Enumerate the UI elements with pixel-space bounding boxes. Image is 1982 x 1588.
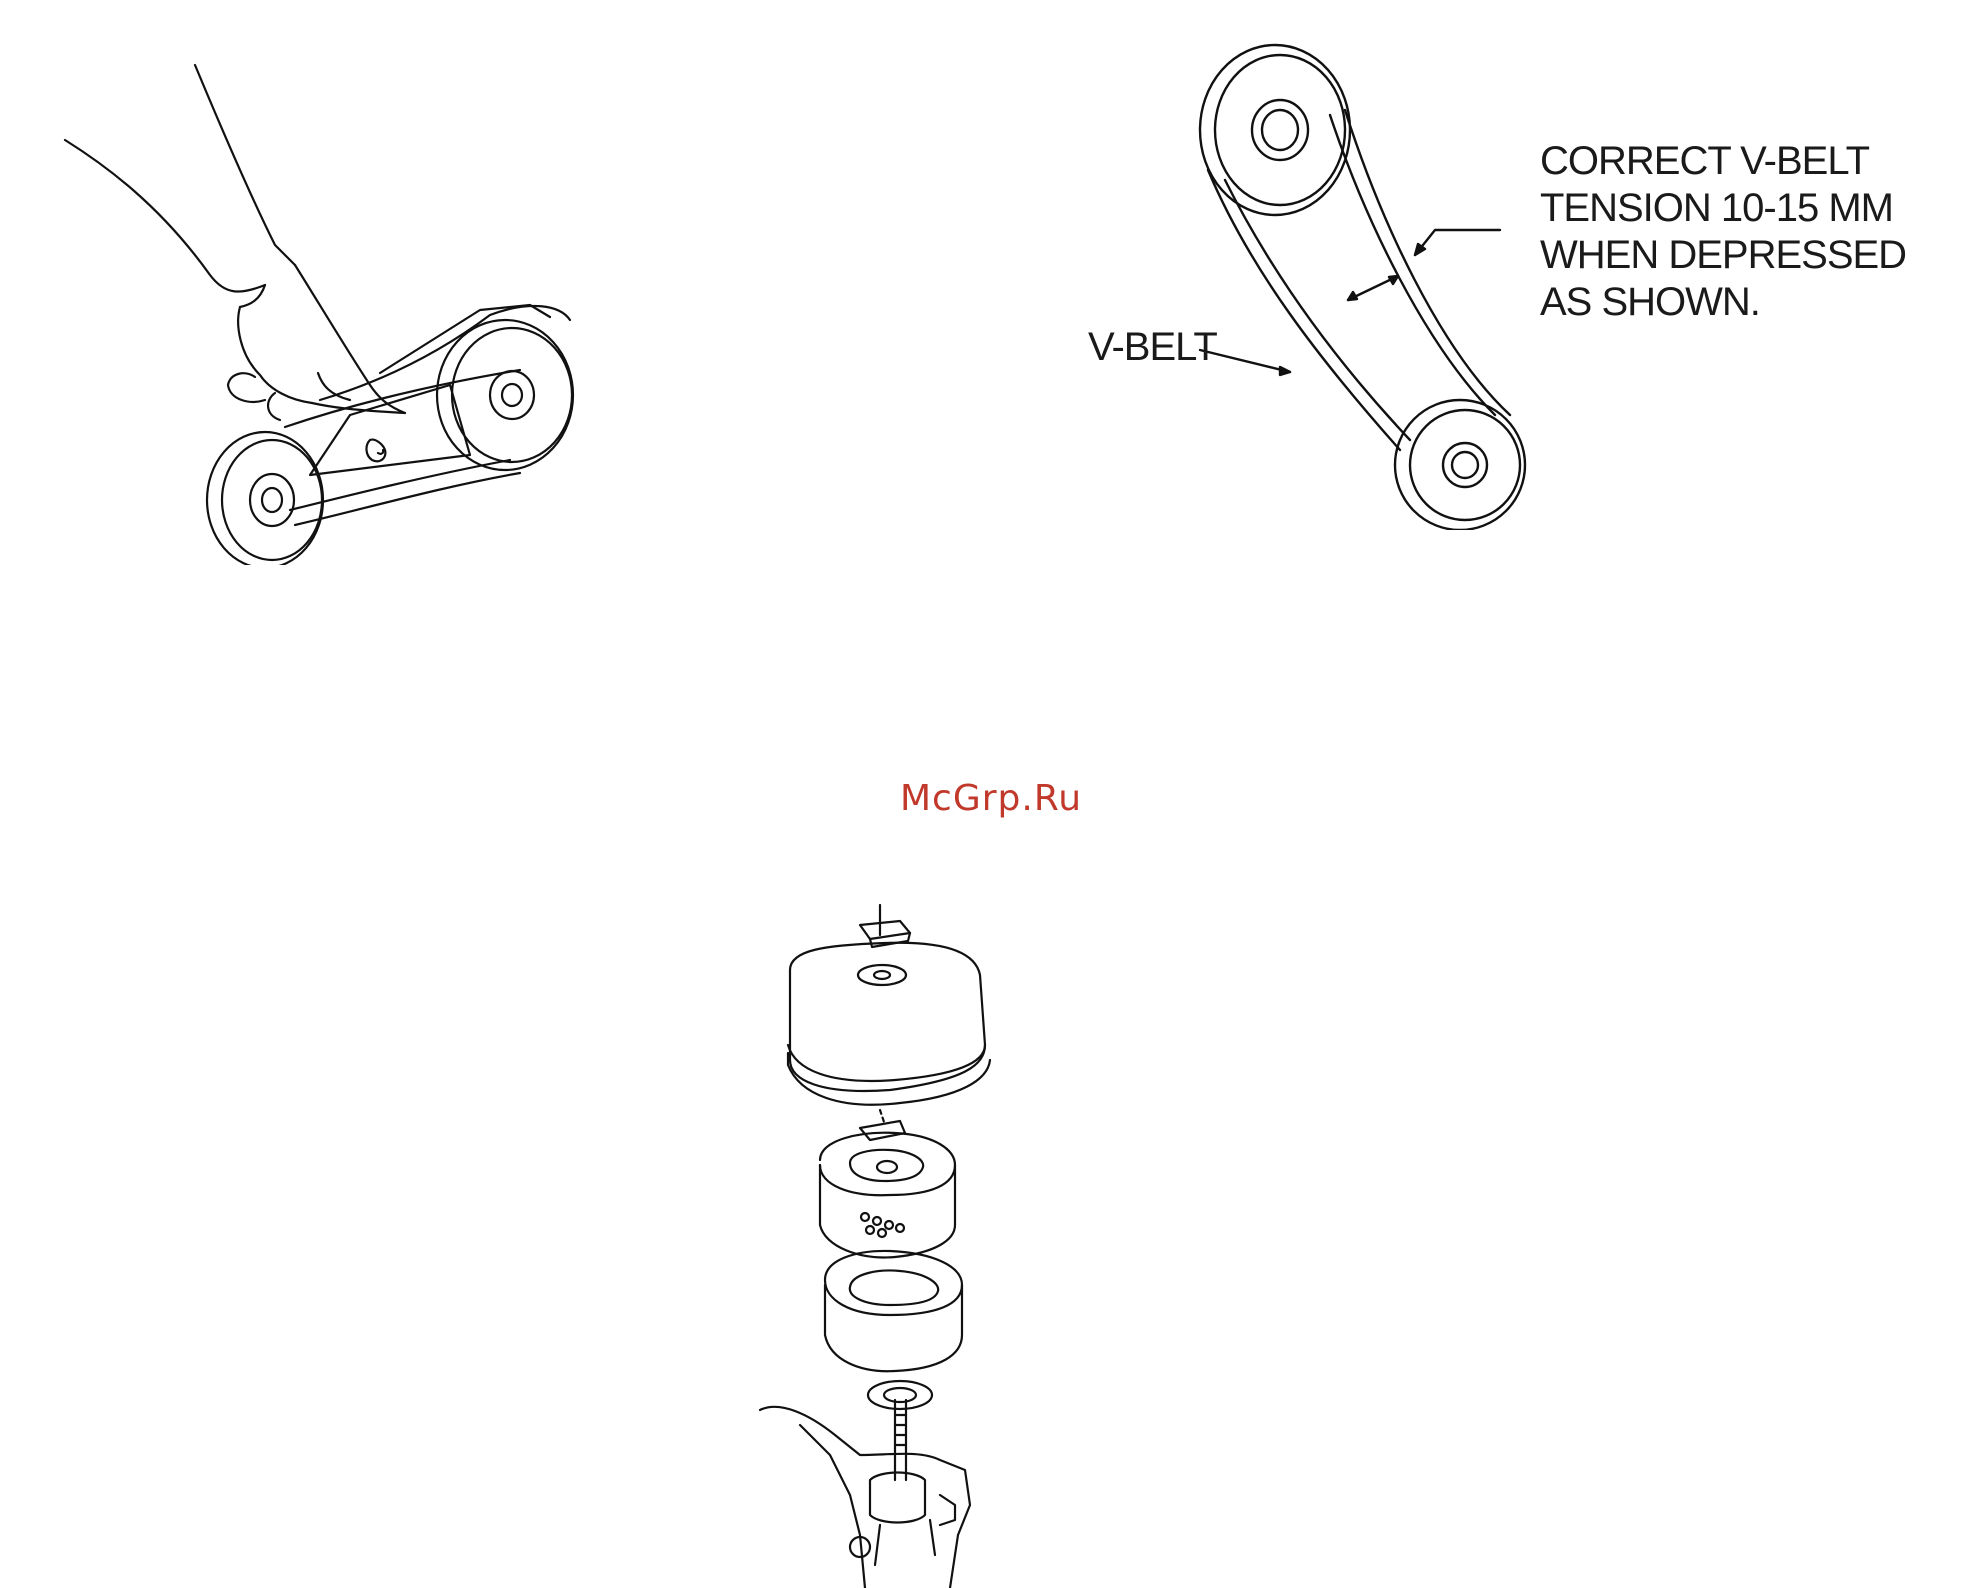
v-belt-label: V-BELT <box>1088 324 1217 371</box>
tension-note-line-1: CORRECT V-BELT <box>1540 138 1906 185</box>
belt-check-illustration <box>50 55 610 565</box>
tension-note: CORRECT V-BELT TENSION 10-15 MM WHEN DEP… <box>1540 138 1906 326</box>
tension-note-line-3: WHEN DEPRESSED <box>1540 232 1906 279</box>
tension-note-line-2: TENSION 10-15 MM <box>1540 185 1906 232</box>
watermark: McGrp.Ru <box>0 778 1982 819</box>
air-filter-exploded-view <box>740 895 1020 1588</box>
belt-tension-diagram <box>1080 20 1570 530</box>
tension-note-line-4: AS SHOWN. <box>1540 279 1906 326</box>
